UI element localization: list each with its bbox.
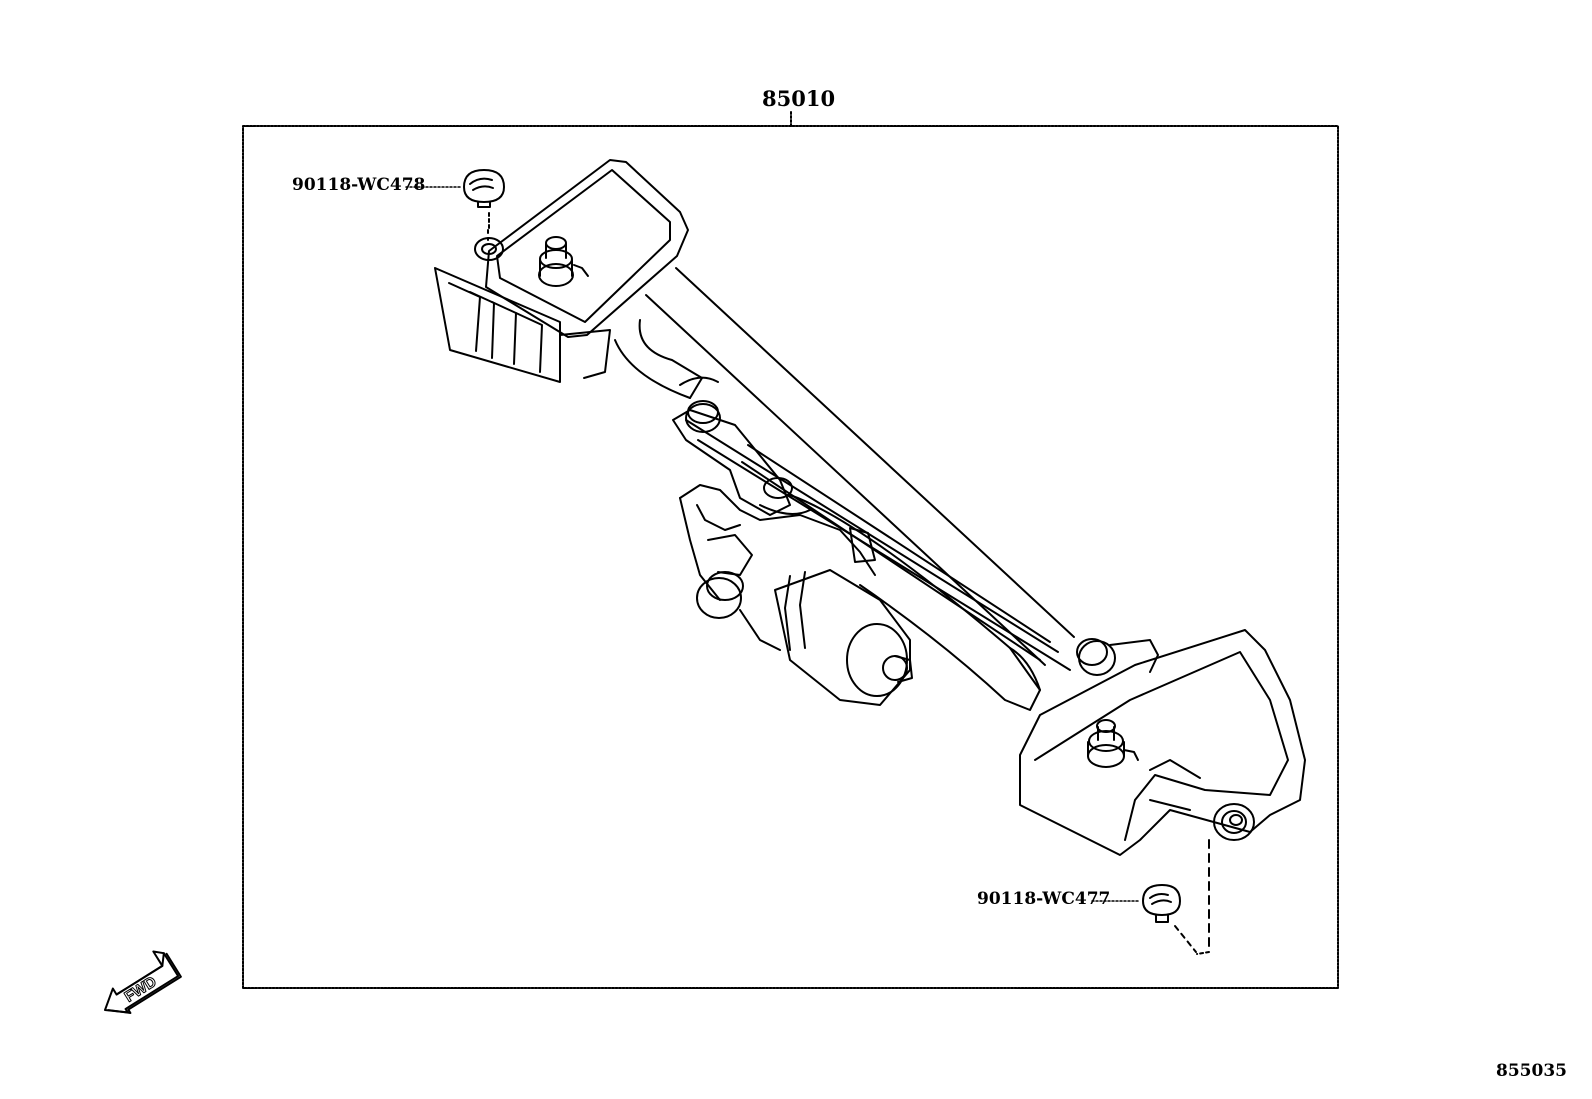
crank-arm (672, 400, 811, 516)
fwd-arrow-icon: FWD (104, 950, 182, 1014)
assembly-part-number: 85010 (762, 86, 836, 111)
bolt-lower-part-number: 90118-WC477 (977, 889, 1111, 909)
assembly-frame (242, 125, 1339, 989)
wiper-motor (679, 484, 913, 706)
bolt-lower-drawing (1091, 839, 1210, 955)
wiper-link-assembly (434, 159, 1306, 856)
left-pivot-bracket (434, 159, 689, 383)
bolt-upper-part-number: 90118-WC478 (292, 175, 426, 195)
linkage-pipe (614, 267, 1075, 711)
right-pivot-bracket (1019, 629, 1306, 856)
bolt-upper-drawing (405, 169, 505, 229)
illustration-number: 855035 (1496, 1061, 1567, 1081)
